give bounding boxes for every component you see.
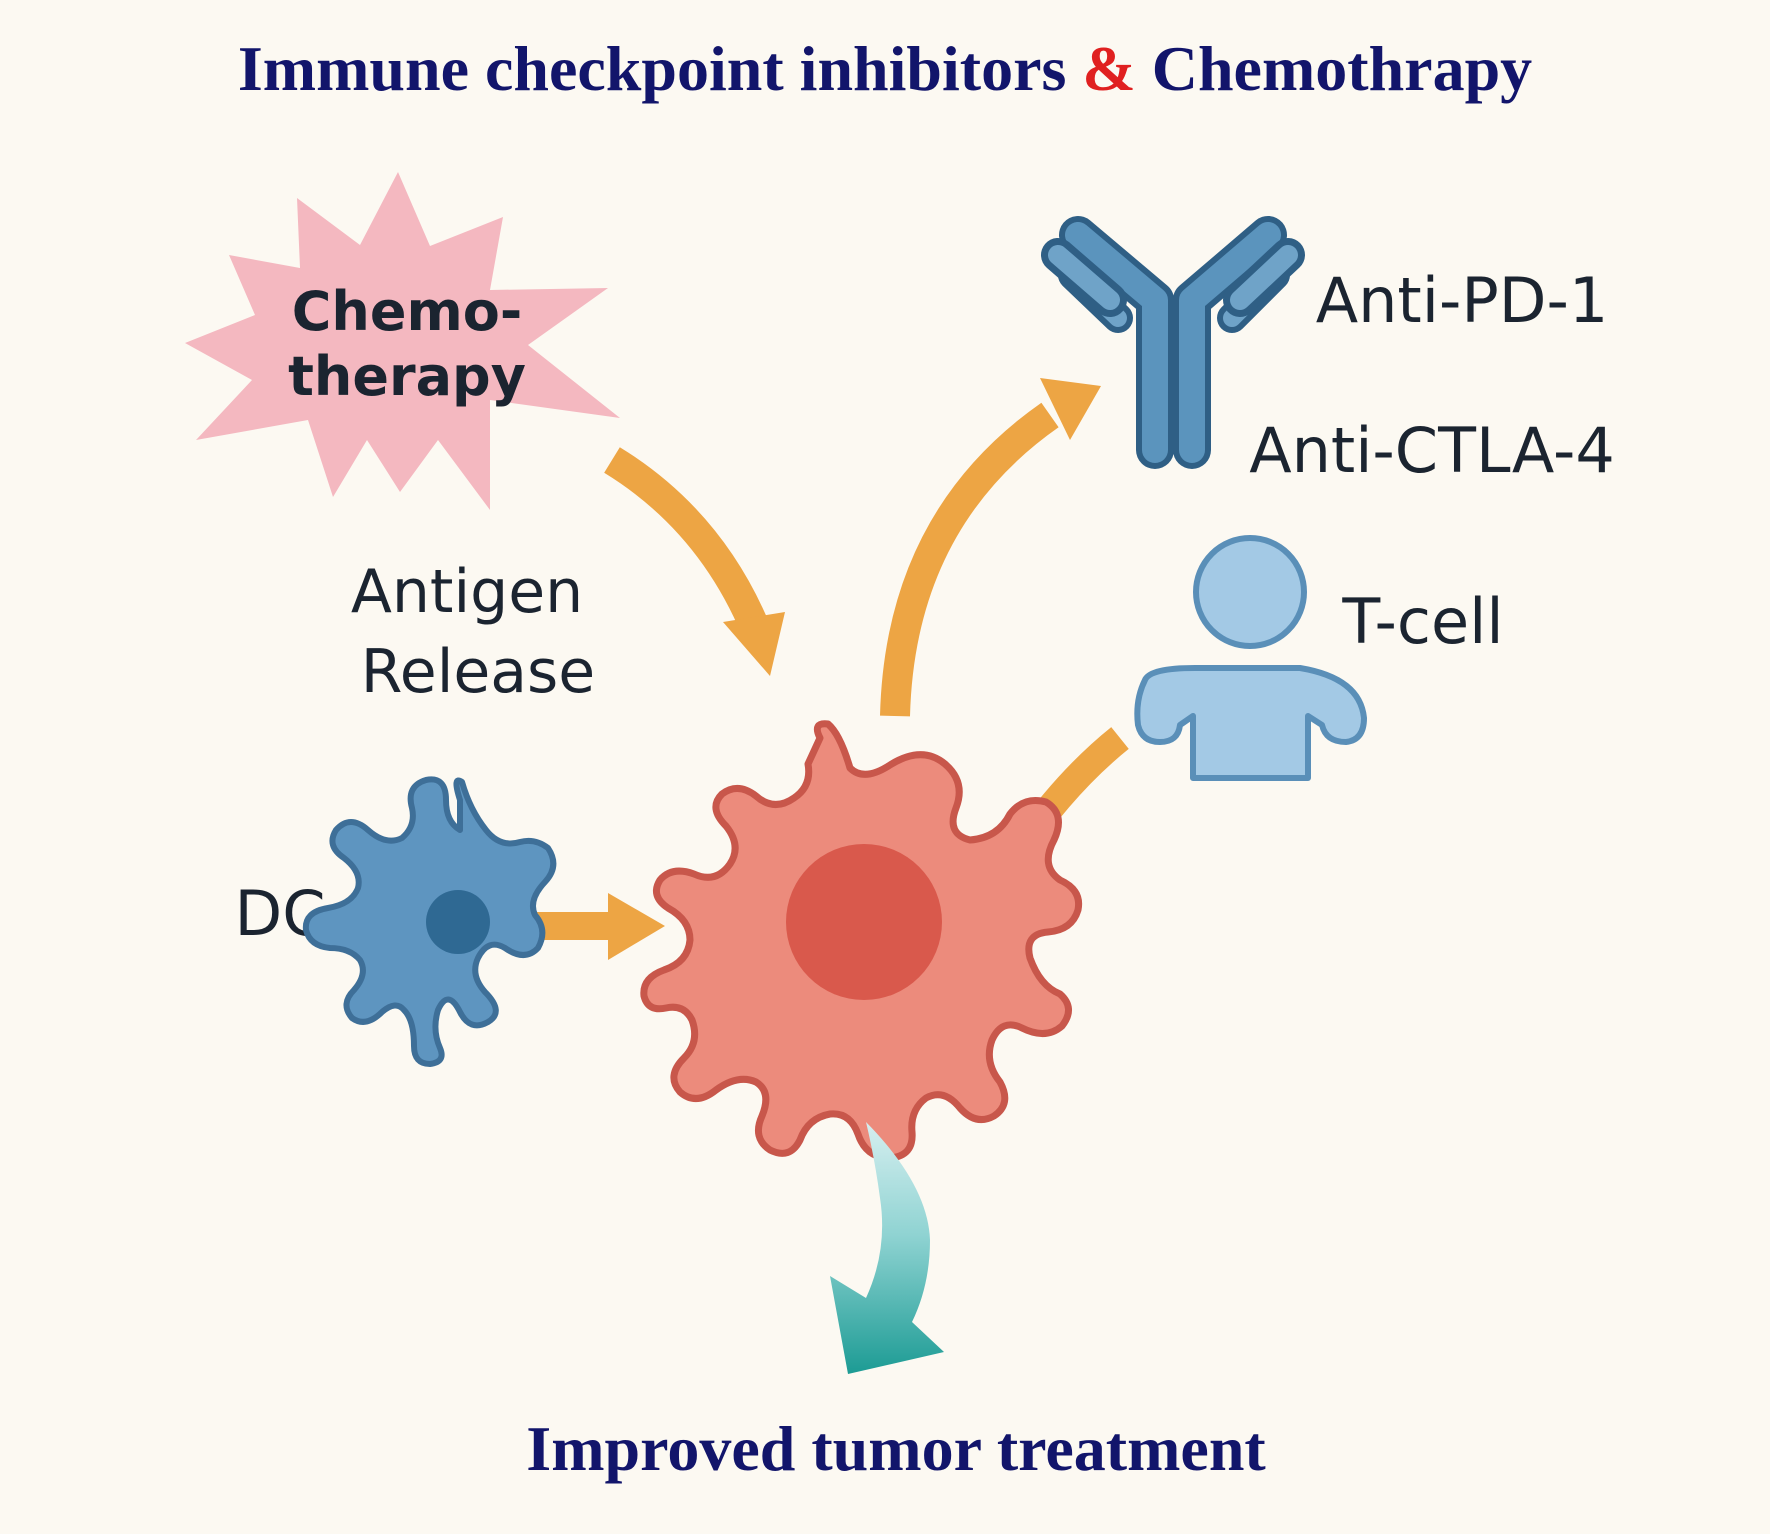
arrow-tumor-to-antibody-head-icon [1040,378,1101,440]
footer-outcome-text: Improved tumor treatment [526,1413,1266,1484]
chemotherapy-label-line2: therapy [288,345,526,408]
tcell-person-icon [1134,535,1367,781]
teal-down-arrow-icon [830,1122,944,1374]
tcell-label: T-cell [1341,585,1503,658]
page-title: Immune checkpoint inhibitors&Chemothrapy [238,33,1532,104]
title-part1: Immune checkpoint inhibitors [238,33,1067,104]
chemotherapy-label-line1: Chemo- [292,280,522,343]
tumor-nucleus-icon [786,844,942,1000]
antibody-icon [1041,216,1305,469]
arrow-dc-to-tumor [537,912,615,940]
dendritic-cell-icon [302,776,557,1067]
arrow-chemo-to-tumor-head-icon [723,612,785,676]
anti-ctla4-label: Anti-CTLA-4 [1249,414,1615,487]
arrow-tumor-to-antibody [880,402,1059,717]
chemotherapy-starburst-icon [185,172,620,510]
dc-nucleus-icon [426,890,490,954]
anti-pd1-label: Anti-PD-1 [1316,264,1609,337]
arrow-chemo-to-tumor [604,447,770,636]
antigen-release-label-line1: Antigen [351,557,583,627]
title-ampersand: & [1082,33,1135,104]
antigen-release-label-line2: Release [361,637,595,707]
title-part2: Chemothrapy [1152,33,1532,104]
tumor-cell-icon [640,720,1083,1162]
arrow-dc-to-tumor-head-icon [608,893,665,960]
